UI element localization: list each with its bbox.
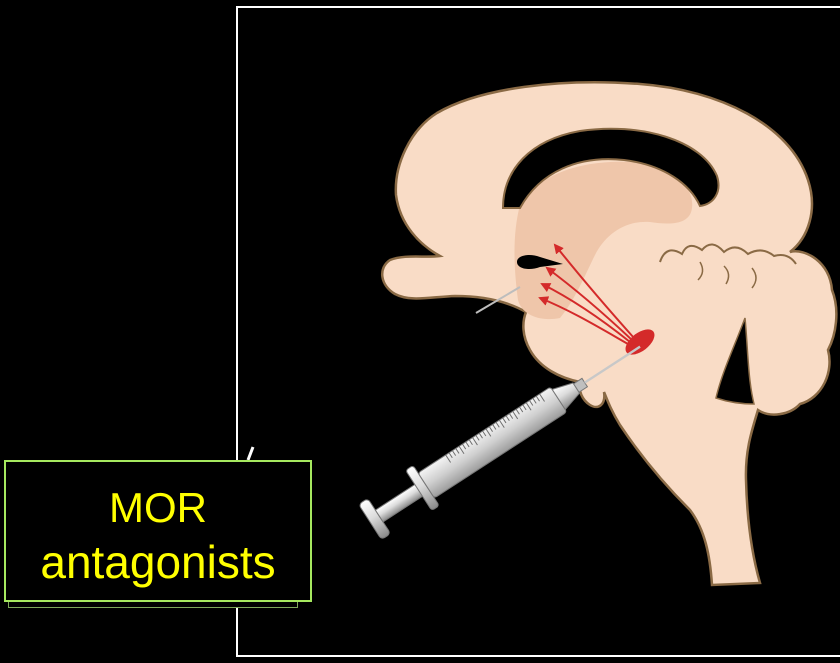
frame-mark [248,447,253,460]
syringe-plunger [375,483,424,521]
label-line-1: MOR [6,487,310,529]
label-box: MOR antagonists [4,460,312,602]
syringe-barrel [418,387,567,498]
label-line-2: antagonists [6,539,310,585]
